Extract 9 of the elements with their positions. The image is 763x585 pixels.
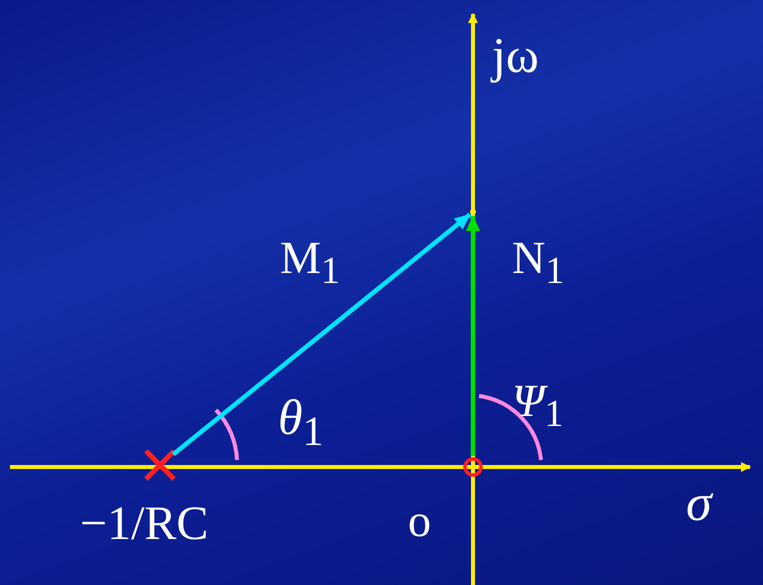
angle-label: Ψ$_{1}$ xyxy=(512,378,564,434)
pole-zero-label: −1/RC xyxy=(80,500,208,548)
vector-label: M$_{1}$ xyxy=(280,235,340,291)
vector-label: N$_{1}$ xyxy=(512,235,564,291)
axis-label: σ xyxy=(686,478,712,530)
pole-zero-label: o xyxy=(408,498,431,544)
vector-arrow xyxy=(466,215,480,456)
angle-label: θ$_{1}$ xyxy=(278,392,324,454)
vector-arrow xyxy=(172,212,472,456)
